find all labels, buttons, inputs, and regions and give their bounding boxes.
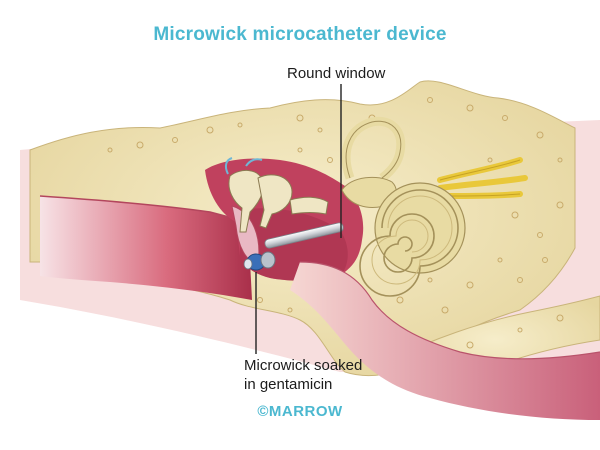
microwick-device — [243, 222, 344, 271]
ossicle-malleus — [228, 170, 264, 233]
brand-logo: ©MARROW — [257, 403, 343, 420]
ligament-2 — [245, 158, 263, 167]
ear-canal — [40, 196, 252, 300]
cochlea — [359, 182, 466, 297]
ossicle-stapes — [289, 196, 329, 215]
diagram-title: Microwick microcatheter device — [153, 24, 447, 45]
eustachian-tube-edge — [299, 261, 600, 360]
ossicle-incus — [257, 174, 293, 229]
ear-canal-wall — [39, 195, 249, 223]
round-window-label: Round window — [287, 65, 386, 82]
eustachian-tube — [290, 262, 600, 420]
microwick-label-line2: in gentamicin — [244, 376, 333, 393]
microwick-label: Microwick soaked in gentamicin — [244, 356, 362, 394]
bone-speckles — [107, 97, 564, 358]
microwick-label-line1: Microwick soaked — [244, 357, 363, 374]
semicircular-canal-outline — [345, 120, 402, 179]
ligament — [224, 157, 233, 175]
